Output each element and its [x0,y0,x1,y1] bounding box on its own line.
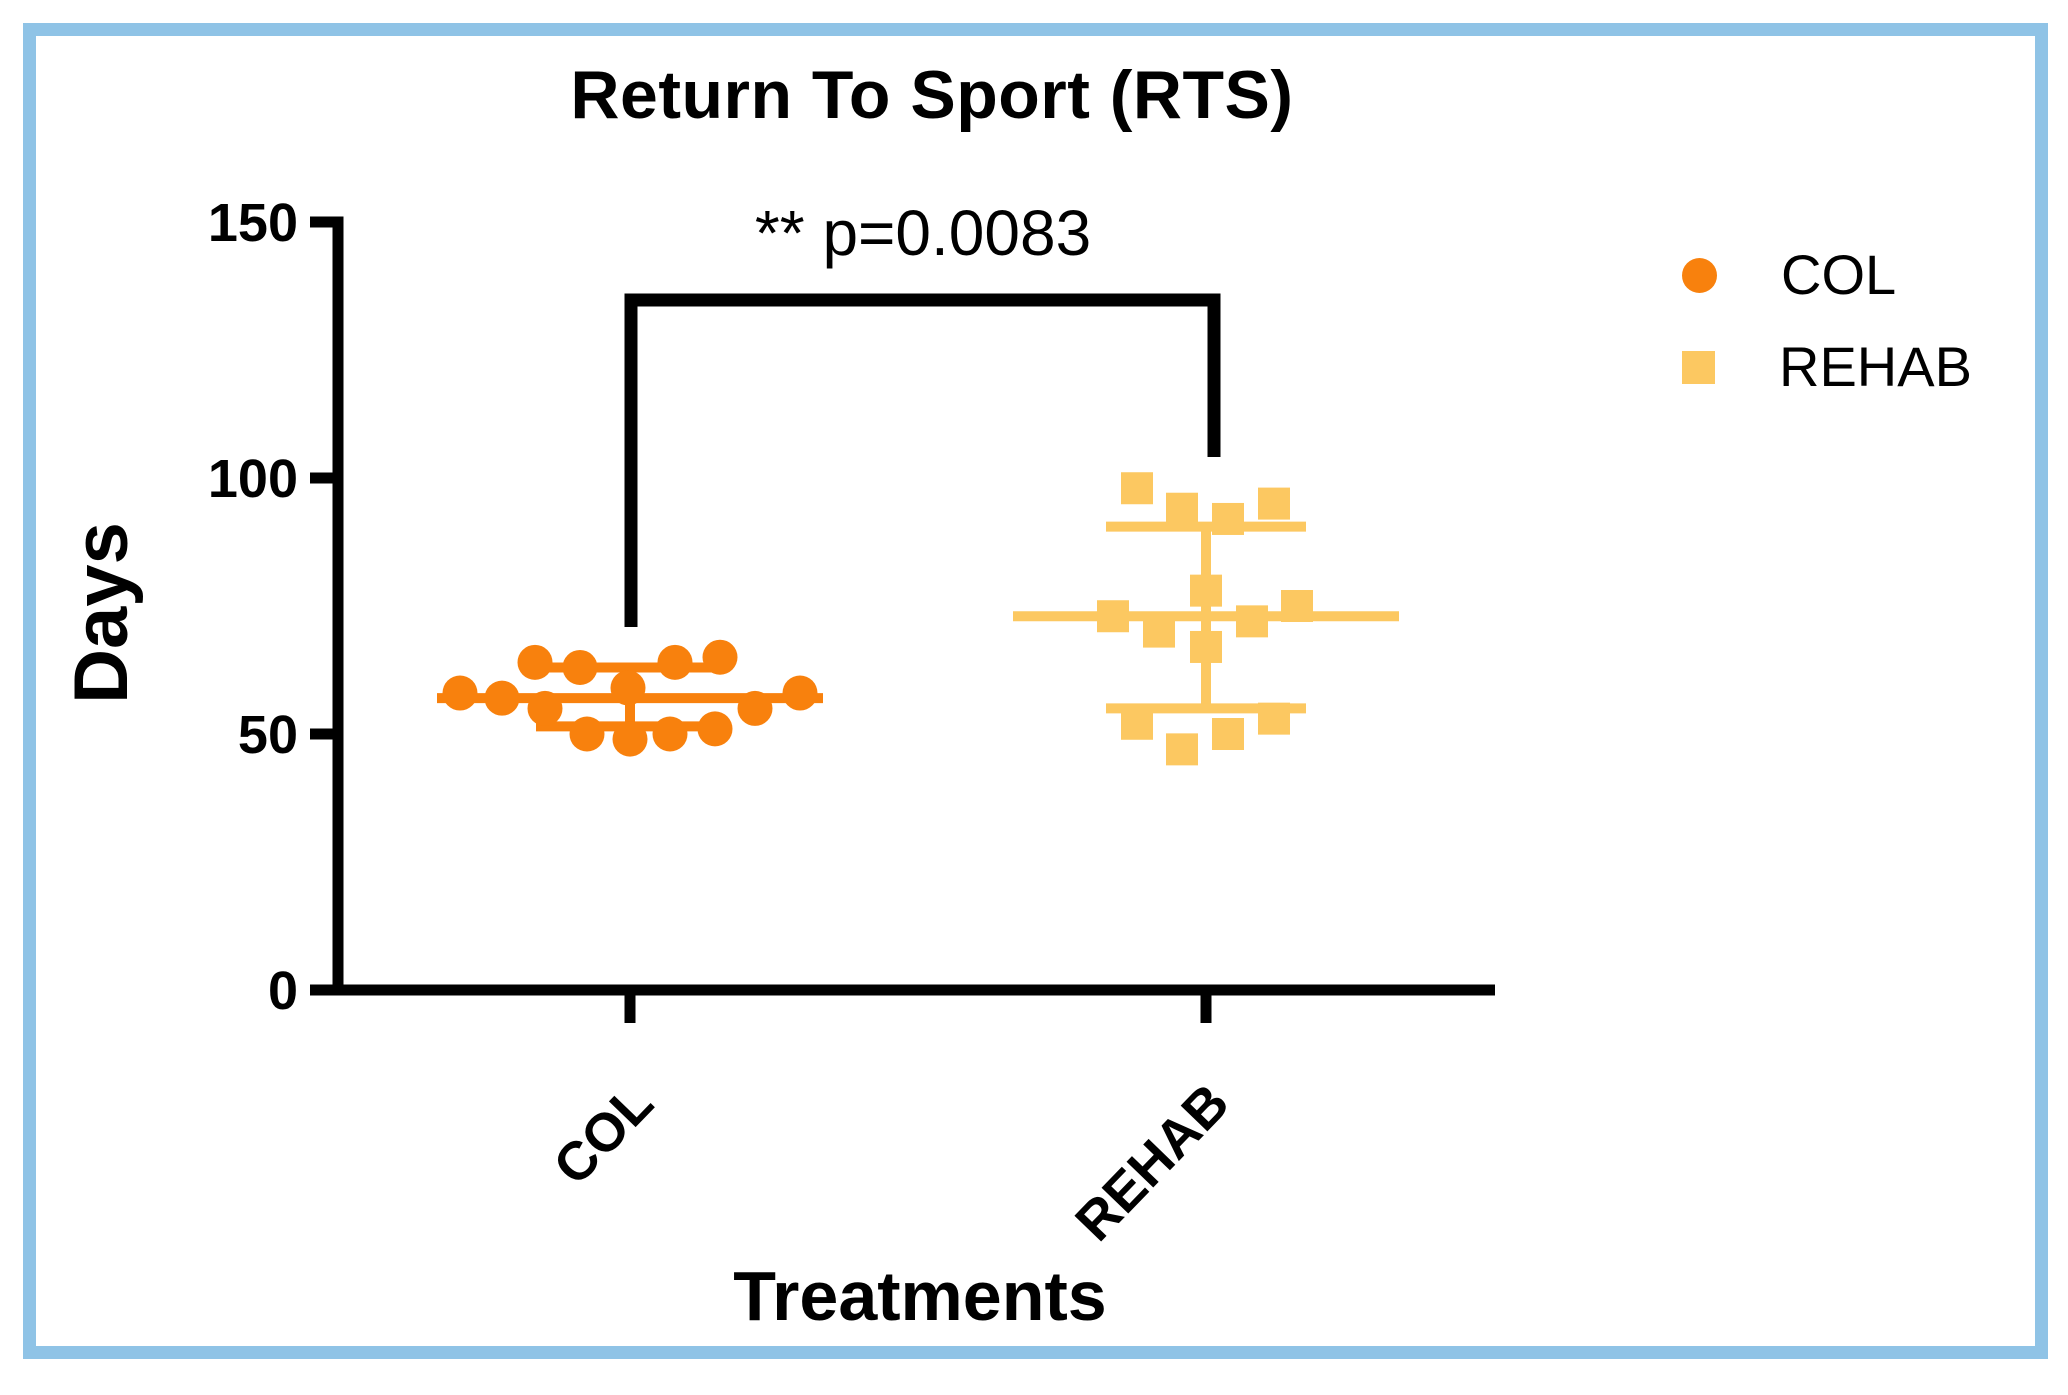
rehab-data-point [1190,630,1222,663]
col-data-point [657,644,693,680]
rehab-data-point [1258,702,1290,735]
col-data-point [697,711,733,747]
y-tick-label: 100 [208,449,298,509]
rehab-data-point [1236,605,1268,638]
col-data-point [517,644,553,680]
rehab-data-point [1258,487,1290,520]
col-data-point [562,649,598,685]
y-tick-label: 150 [208,193,298,253]
x-axis-title: Treatments [733,1257,1107,1335]
circle-icon [1682,257,1717,293]
legend-label-rehab: REHAB [1779,335,1972,398]
col-data-point [702,639,738,675]
chart-title: Return To Sport (RTS) [570,57,1294,133]
significance-bracket [624,293,1221,627]
rehab-data-point [1166,492,1198,525]
y-tick-label: 50 [238,705,298,765]
col-data-point [484,680,520,716]
rehab-data-point [1121,472,1153,505]
col-data-point [527,690,563,726]
rehab-data-point [1097,600,1129,633]
x-tick-label-rehab: REHAB [1064,1073,1241,1253]
legend-item-col: COL [1682,242,1972,308]
col-data-point [442,675,478,711]
square-icon [1682,350,1715,384]
significance-annotation: ** p=0.0083 [754,197,1092,269]
rehab-data-point [1143,615,1175,648]
rehab-data-point [1281,590,1313,622]
col-data-point [782,675,818,711]
rehab-data-point [1212,502,1244,535]
legend: COL REHAB [1682,242,1972,426]
legend-item-rehab: REHAB [1682,334,1972,400]
col-data-point [569,716,605,752]
col-data-point [652,716,688,752]
col-data-point [737,690,773,726]
rehab-data-point [1121,707,1153,740]
col-data-point [610,670,646,706]
x-tick-label-col: COL [542,1073,664,1197]
col-data-point [612,721,648,757]
rehab-data-point [1190,574,1222,607]
legend-label-col: COL [1781,243,1897,306]
rehab-data-point [1166,733,1198,766]
rehab-data-point [1212,718,1244,750]
y-axis-title: Days [59,522,144,704]
y-tick-label: 0 [268,961,298,1021]
